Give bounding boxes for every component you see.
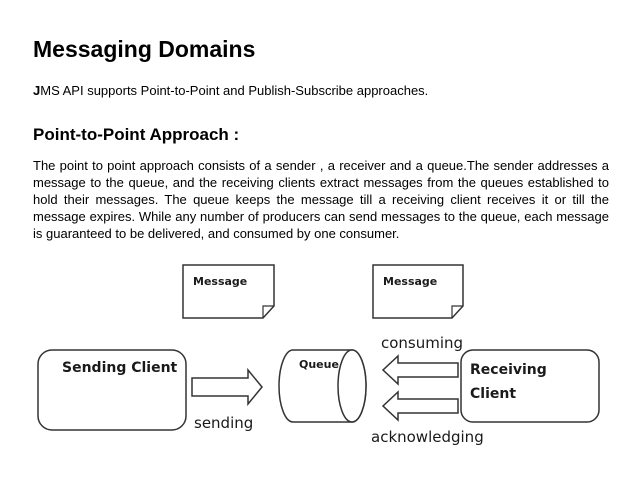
intro-text: JMS API supports Point-to-Point and Publ… [33,82,428,100]
receiving-client-label-line2: Client [470,386,516,402]
message-label-right: Message [383,275,437,288]
section-subtitle: Point-to-Point Approach : [33,125,240,144]
consuming-label: consuming [381,334,463,352]
sending-client-label: Sending Client [62,360,178,376]
sending-arrow [191,367,263,407]
body-paragraph: The point to point approach consists of … [33,158,609,241]
consuming-arrow [381,354,459,386]
message-note-left: Message [182,264,275,319]
slide-title: Messaging Domains [33,36,256,62]
message-label-left: Message [193,275,247,288]
sending-client-box: Sending Client [37,349,187,431]
intro-lead-letter: J [33,83,41,98]
receiving-client-label-line1: Receiving [470,362,547,378]
acknowledging-arrow [381,390,459,422]
message-note-right: Message [372,264,464,319]
receiving-client-box: Receiving Client [460,349,600,423]
intro-rest: MS API supports Point-to-Point and Publi… [40,83,429,98]
acknowledging-label: acknowledging [371,428,484,446]
queue-cylinder: Queue [278,349,367,423]
queue-label: Queue [299,358,339,371]
sending-label: sending [194,414,253,432]
